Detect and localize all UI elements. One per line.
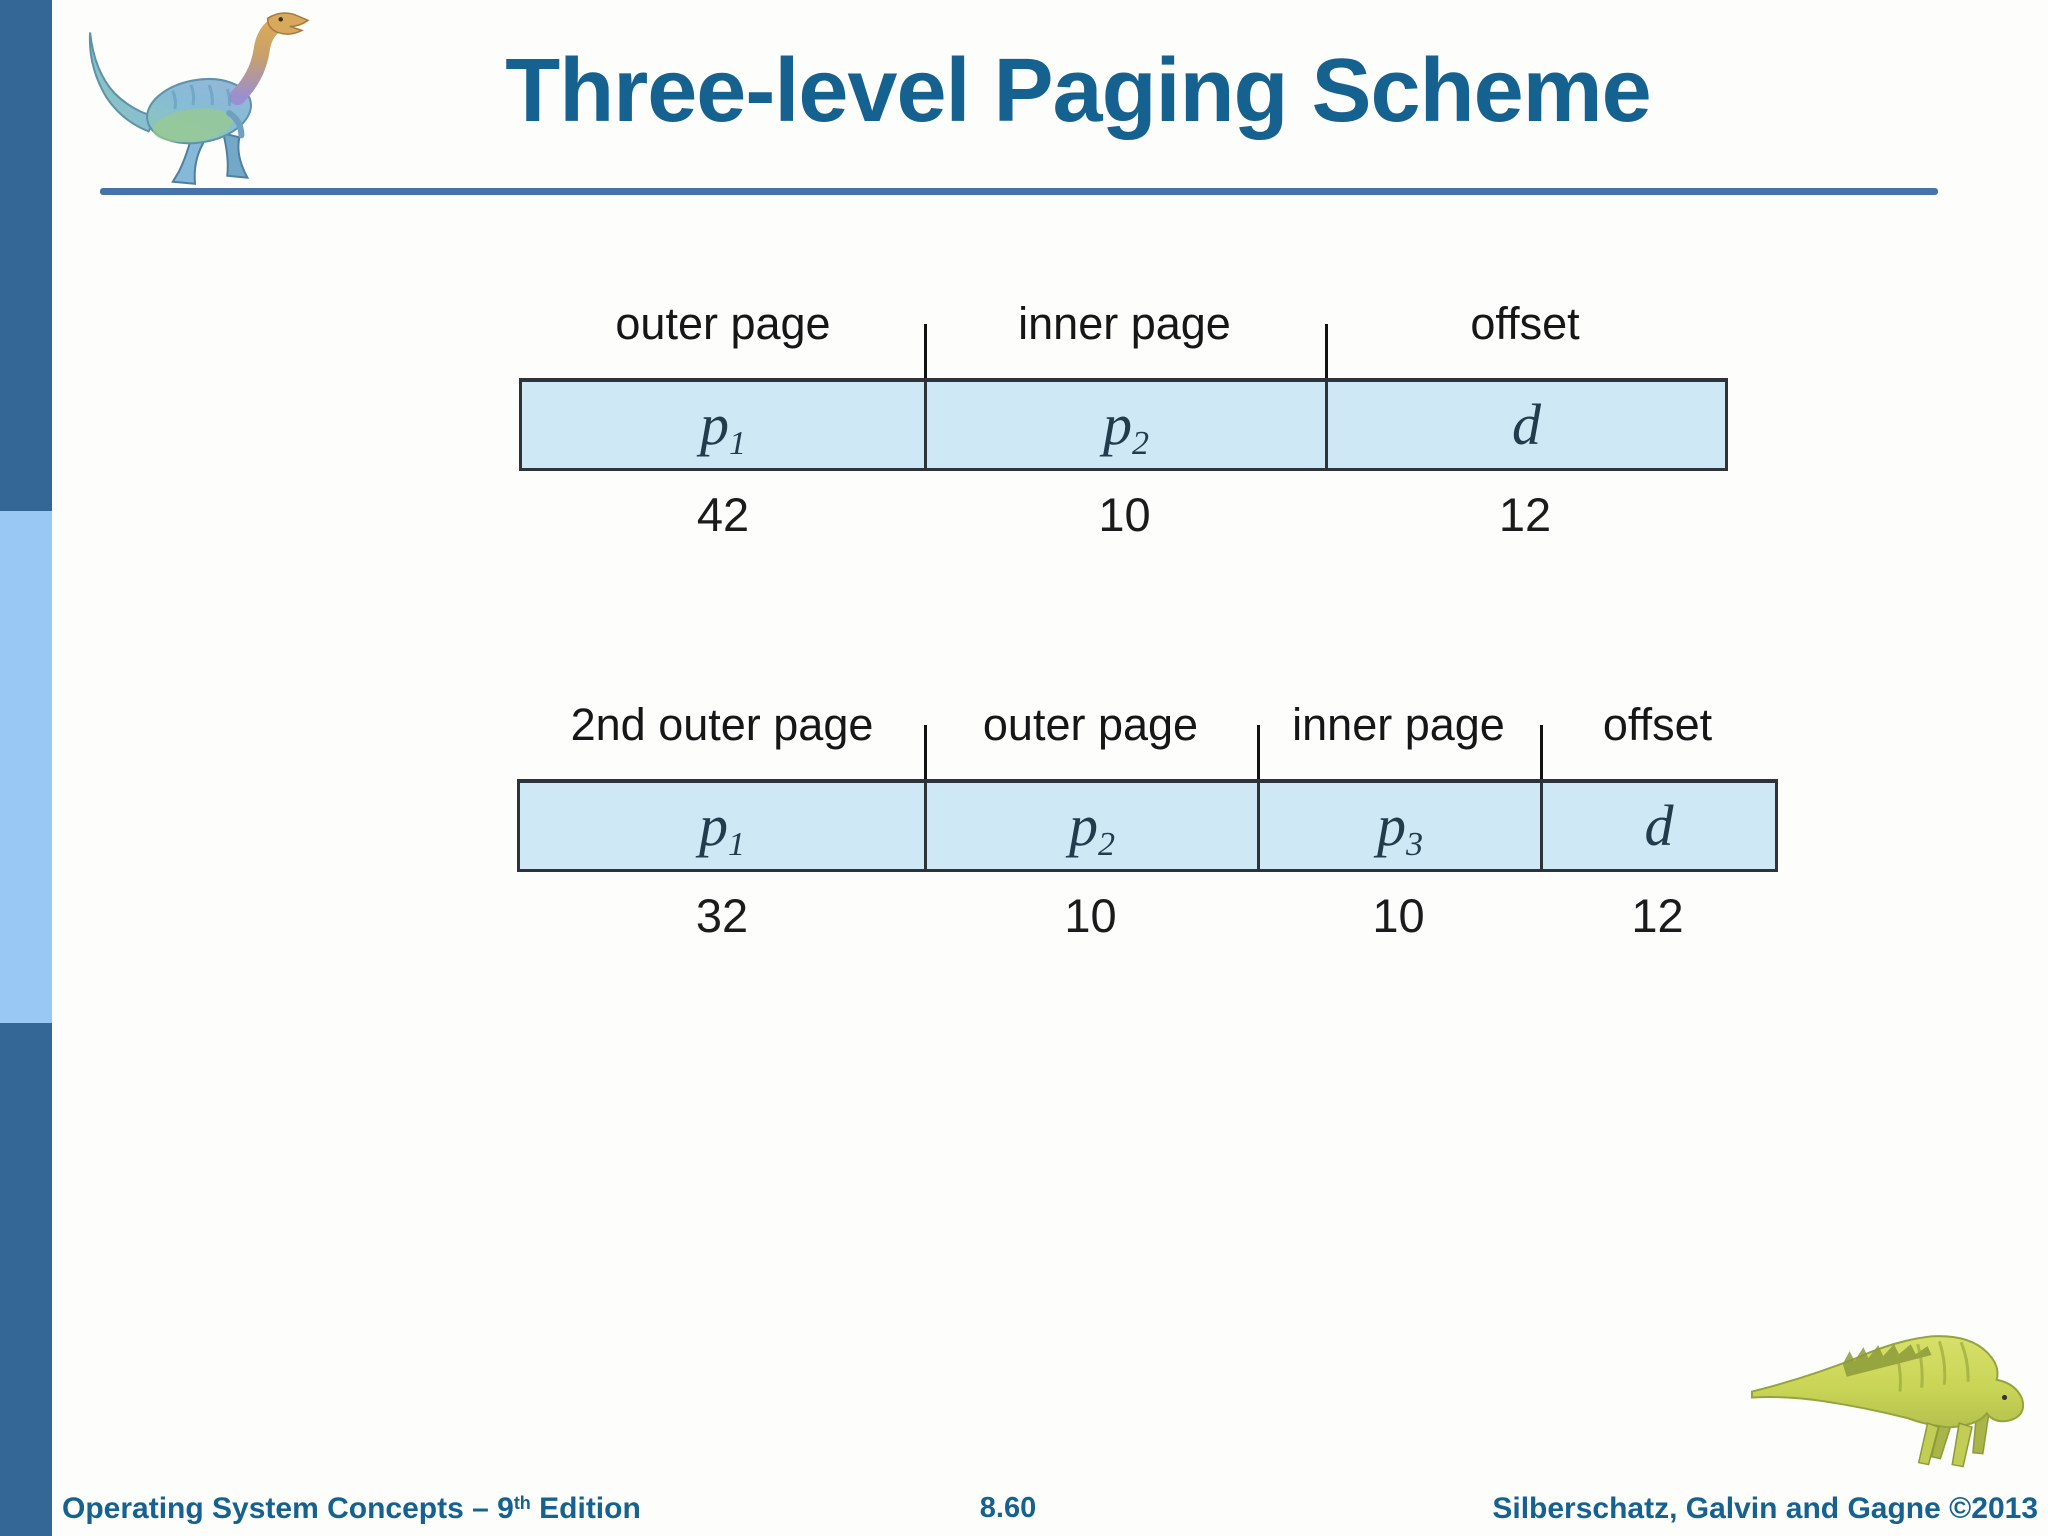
bit-count: 10: [1372, 889, 1425, 942]
field-divider-tick: [1257, 725, 1260, 779]
field-label: 2nd outer page: [570, 698, 874, 750]
three-level-address-diagram: 2nd outer page outer page inner page offset…: [517, 693, 1778, 943]
bit-count-row: 32 10 10 12: [517, 888, 1778, 943]
field-symbol-subscript: 1: [728, 826, 745, 863]
field-symbol: p3: [1377, 793, 1423, 863]
bit-count: 12: [1631, 889, 1684, 942]
field-symbol: p2: [1103, 392, 1149, 462]
bit-count-row: 42 10 12: [519, 487, 1728, 542]
field-label: outer page: [982, 698, 1199, 750]
sidebar-segment-dark-top: [0, 0, 52, 511]
footer-book-title: Operating System Concepts – 9th Edition: [62, 1492, 641, 1526]
title-underline: [100, 188, 1938, 195]
bit-count: 12: [1498, 488, 1552, 541]
field-symbol-subscript: 2: [1098, 826, 1115, 863]
footer-edition-superscript: th: [513, 1493, 531, 1513]
sidebar-segment-light-middle: [0, 511, 52, 1023]
field-label: offset: [1602, 698, 1713, 750]
field-label: inner page: [1018, 297, 1231, 349]
field-symbol: p2: [1069, 793, 1115, 863]
field-symbol: d: [1644, 793, 1674, 858]
bit-count: 10: [1064, 889, 1117, 942]
address-field-cell: d: [1325, 382, 1725, 468]
address-field-cell: p2: [924, 783, 1257, 869]
field-labels-row: outer page inner page offset: [519, 292, 1728, 348]
address-field-cell: p1: [522, 382, 924, 468]
field-symbol: d: [1512, 392, 1541, 457]
field-symbol: p1: [699, 793, 745, 863]
bit-count: 42: [696, 488, 750, 541]
address-box-row: p1 p2 p3 d: [517, 779, 1778, 872]
address-box-row: p1 p2 d: [519, 378, 1728, 471]
field-divider-tick: [924, 324, 927, 378]
field-symbol-subscript: 3: [1406, 826, 1423, 863]
address-field-cell: d: [1540, 783, 1775, 869]
field-divider-tick: [1325, 324, 1328, 378]
field-label: offset: [1470, 297, 1580, 349]
address-field-cell: p3: [1257, 783, 1540, 869]
address-field-cell: p1: [520, 783, 924, 869]
footer-authors: Silberschatz, Galvin and Gagne ©2013: [1492, 1492, 2038, 1525]
field-divider-tick: [1540, 725, 1543, 779]
page-title: Three-level Paging Scheme: [505, 41, 1651, 141]
field-label: inner page: [1292, 698, 1505, 750]
footer-book-title-text: Operating System Concepts – 9: [62, 1492, 514, 1525]
field-divider-tick: [924, 725, 927, 779]
field-symbol: p1: [700, 392, 746, 462]
field-symbol-subscript: 2: [1132, 425, 1149, 462]
field-label: outer page: [615, 297, 831, 349]
sidebar-segment-dark-bottom: [0, 1023, 52, 1536]
address-field-cell: p2: [924, 382, 1325, 468]
bit-count: 32: [695, 889, 749, 942]
slide-page-number: 8.60: [979, 1492, 1037, 1524]
dinosaur-mascot-icon: [1750, 1335, 2025, 1468]
footer-edition-text: Edition: [530, 1492, 641, 1525]
field-symbol-subscript: 1: [729, 425, 746, 462]
bit-count: 10: [1098, 488, 1151, 541]
sidebar-accent-bar: [0, 0, 52, 1536]
field-labels-row: 2nd outer page outer page inner page offset: [517, 693, 1778, 749]
dinosaur-mascot-icon: [88, 12, 310, 185]
